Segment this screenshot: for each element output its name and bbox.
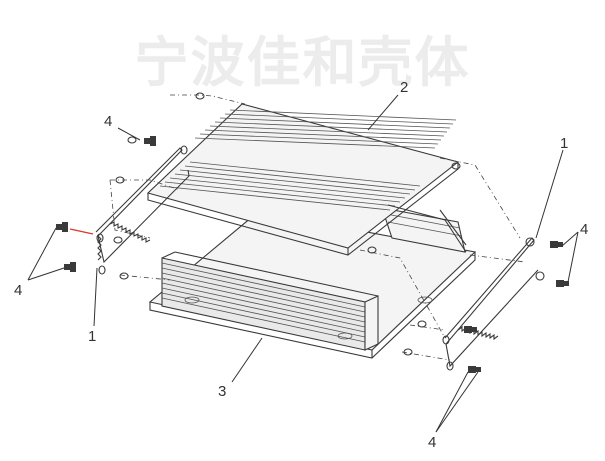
top-cover <box>146 103 467 256</box>
top-cover-ridges <box>159 109 457 211</box>
callout-1-left: 1 <box>88 328 97 345</box>
bottom-housing <box>148 207 477 359</box>
watermark: 宁波佳和壳体 <box>134 31 471 94</box>
screw-icon <box>468 366 481 373</box>
washer-icon <box>113 92 461 356</box>
bottom-back-wall <box>381 207 466 253</box>
screw-icon <box>56 222 68 232</box>
callout-4-bottom: 4 <box>428 434 437 451</box>
screw-icon <box>550 241 563 248</box>
callout-4-left: 4 <box>14 282 23 299</box>
screw-icon <box>64 262 76 272</box>
screws <box>56 92 569 373</box>
screw-icon <box>556 280 569 287</box>
left-end-panel <box>95 145 190 275</box>
red-highlight-line <box>69 228 94 235</box>
callout-2: 2 <box>400 79 409 96</box>
leader-lines <box>27 94 579 433</box>
callout-1-right: 1 <box>560 135 569 152</box>
screw-icon <box>464 326 477 333</box>
screw-icon <box>144 136 156 146</box>
callout-3: 3 <box>218 383 227 400</box>
callout-4-top-left: 4 <box>104 113 113 130</box>
callout-4-right: 4 <box>580 221 589 238</box>
